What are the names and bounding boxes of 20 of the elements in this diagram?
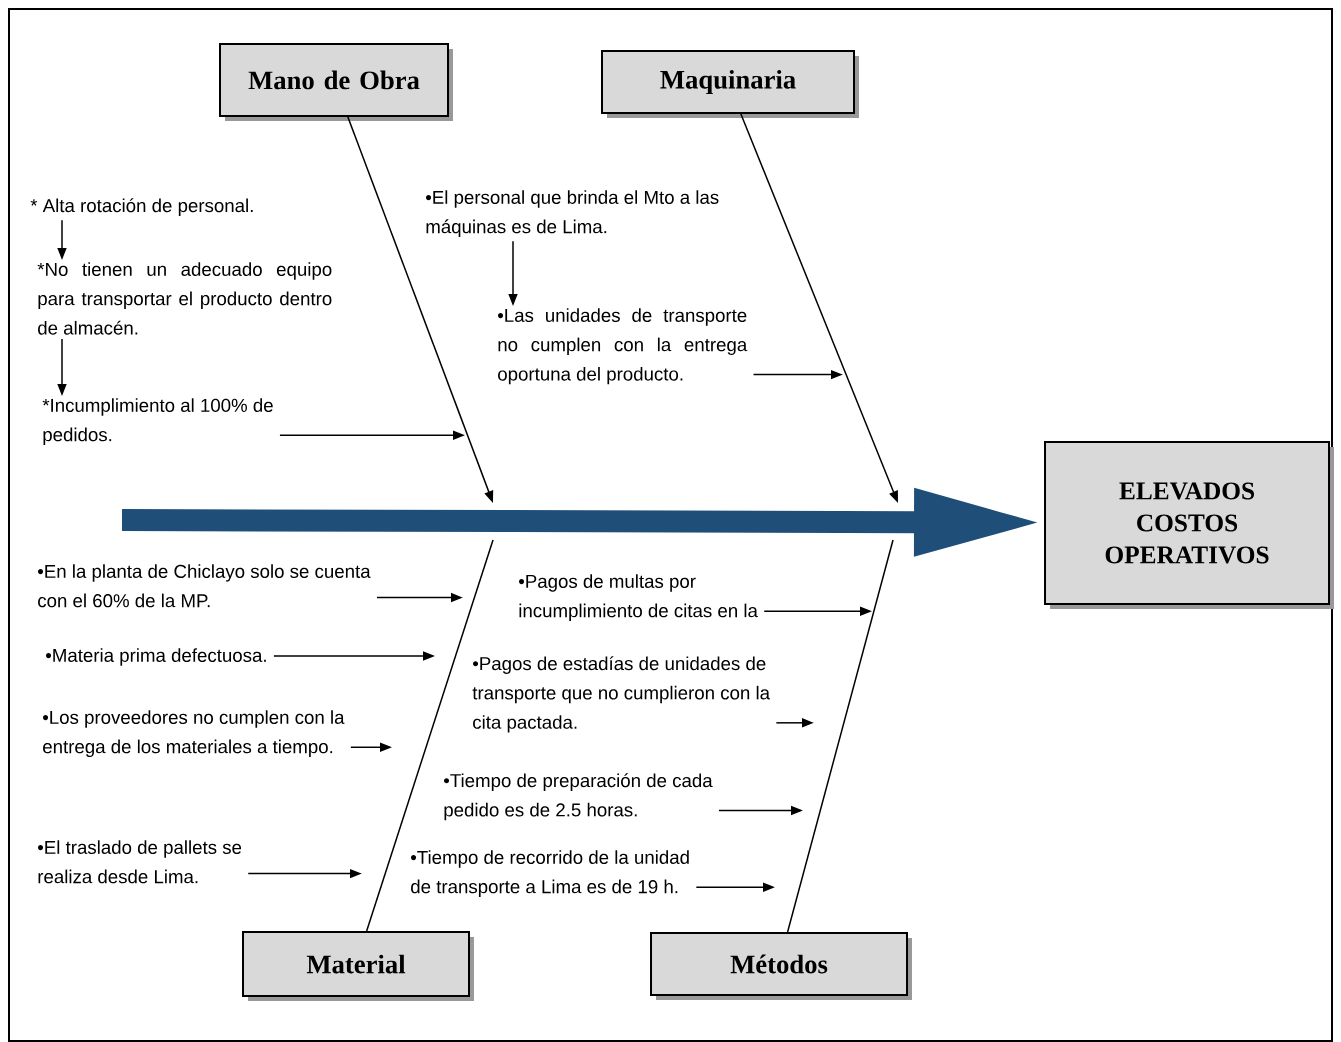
cause-text: •Pagos de multas por incumplimiento de citas en la: [519, 574, 758, 621]
cause-text: •El traslado de pallets se realiza desde Lima.: [38, 840, 242, 884]
category-box: Métodos: [650, 932, 912, 1000]
cause-text: •Pagos de estadías de unidades de transporte que no cumplieron con la cita pactada.: [472, 656, 771, 733]
cause-text: *No tienen un adecuado equipo para transportar el producto dentro de almacén.: [37, 262, 332, 335]
cause-text: •Tiempo de preparación de cada pedido es de 2.5 horas.: [444, 773, 713, 821]
cause-text: •En la planta de Chiclayo solo se cuenta con el 60% de la MP.: [38, 564, 371, 608]
cause-text: •Las unidades de transporte no cumplen con la entrega oportuna del producto.: [498, 308, 748, 385]
category-box: Mano de Obra: [219, 43, 453, 121]
cause-text: * Alta rotación de personal.: [30, 198, 253, 216]
cause-text: •Materia prima defectuosa.: [46, 648, 266, 666]
cause-text: •El personal que brinda el Mto a las máquinas es de Lima.: [426, 190, 719, 237]
category-box: Material: [242, 931, 474, 1001]
bone-line: [365, 539, 494, 932]
cause-text: •Tiempo de recorrido de la unidad de transporte a Lima es de 19 h.: [411, 850, 689, 897]
bone-line: [786, 539, 894, 933]
cause-text: •Los proveedores no cumplen con la entrega de los materiales a tiempo.: [43, 710, 345, 757]
effect-box: ELEVADOS COSTOS OPERATIVOS: [1044, 441, 1334, 609]
category-box: Maquinaria: [601, 50, 859, 118]
cause-text: *Incumplimiento al 100% de pedidos.: [42, 398, 273, 445]
